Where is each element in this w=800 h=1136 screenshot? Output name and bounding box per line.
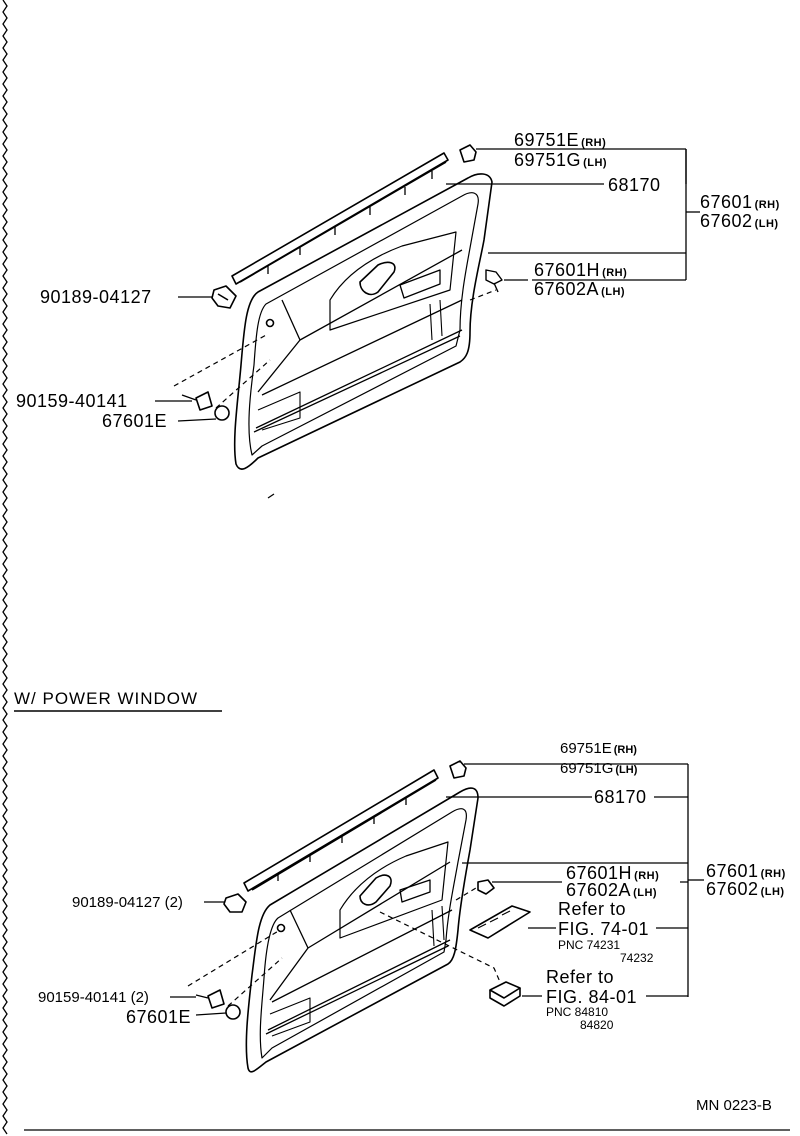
label-67601-rh-bottom: 67601(RH) <box>706 861 786 881</box>
bottom-weatherstrip-part <box>243 769 439 892</box>
label-90189-04127-bottom: 90189-04127 (2) <box>72 894 183 911</box>
top-door-trim-assembly <box>173 144 503 499</box>
label-67601e-bottom: 67601E <box>126 1007 192 1027</box>
top-leader-lines <box>155 148 700 422</box>
power-window-switch-part <box>469 905 531 939</box>
label-90159-40141-bottom: 90159-40141 (2) <box>38 989 149 1006</box>
pnc-74232: 74232 <box>620 951 654 965</box>
fig-84-01-reference[interactable]: FIG. 84-01 <box>546 987 638 1007</box>
label-69751g-lh: 69751G(LH) <box>514 150 608 170</box>
label-68170: 68170 <box>608 175 661 195</box>
pnc-84820: 84820 <box>580 1018 614 1032</box>
label-90159-40141: 90159-40141 <box>16 391 128 411</box>
refer-to-label-1: Refer to <box>558 899 627 919</box>
top-clip-part <box>485 269 503 293</box>
label-67601h-rh: 67601H(RH) <box>534 260 628 280</box>
label-67602a-lh-bottom: 67602A(LH) <box>566 880 658 900</box>
label-69751g-lh-bottom: 69751G(LH) <box>560 760 638 777</box>
pnc-84810: PNC 84810 <box>546 1005 609 1019</box>
label-67602a-lh: 67602A(LH) <box>534 279 626 299</box>
label-69751e-rh: 69751E(RH) <box>514 130 607 150</box>
fig-74-01-reference[interactable]: FIG. 74-01 <box>558 919 650 939</box>
top-weatherstrip-clip-part <box>459 144 477 163</box>
top-door-panel-part <box>233 173 493 499</box>
top-weatherstrip-part <box>231 152 449 285</box>
bottom-clip-part <box>477 879 495 895</box>
bottom-leader-lines <box>170 763 704 1016</box>
top-screw-part <box>181 391 213 411</box>
bottom-nut-part <box>223 893 247 913</box>
bottom-cap-part <box>225 1004 241 1020</box>
bottom-screw-part <box>195 989 225 1009</box>
top-nut-part <box>211 285 237 309</box>
figure-code: MN 0223-B <box>696 1097 772 1114</box>
courtesy-lamp-part <box>489 981 521 1007</box>
label-69751e-rh-bottom: 69751E(RH) <box>560 740 637 757</box>
bottom-door-trim-assembly <box>187 760 531 1073</box>
bottom-weatherstrip-clip-part <box>449 760 467 779</box>
label-67601h-rh-bottom: 67601H(RH) <box>566 863 660 883</box>
bottom-door-panel-part <box>245 787 479 1073</box>
section-title: W/ POWER WINDOW <box>14 689 199 708</box>
refer-to-label-2: Refer to <box>546 967 615 987</box>
pnc-74231: PNC 74231 <box>558 938 621 952</box>
label-68170-bottom: 68170 <box>594 787 647 807</box>
label-67602-lh: 67602(LH) <box>700 211 779 231</box>
top-cap-part <box>214 405 230 421</box>
label-67602-lh-bottom: 67602(LH) <box>706 879 785 899</box>
label-67601e: 67601E <box>102 411 168 431</box>
page-edge-zigzag <box>2 0 8 1135</box>
label-67601-rh: 67601(RH) <box>700 192 780 212</box>
label-90189-04127: 90189-04127 <box>40 287 152 307</box>
